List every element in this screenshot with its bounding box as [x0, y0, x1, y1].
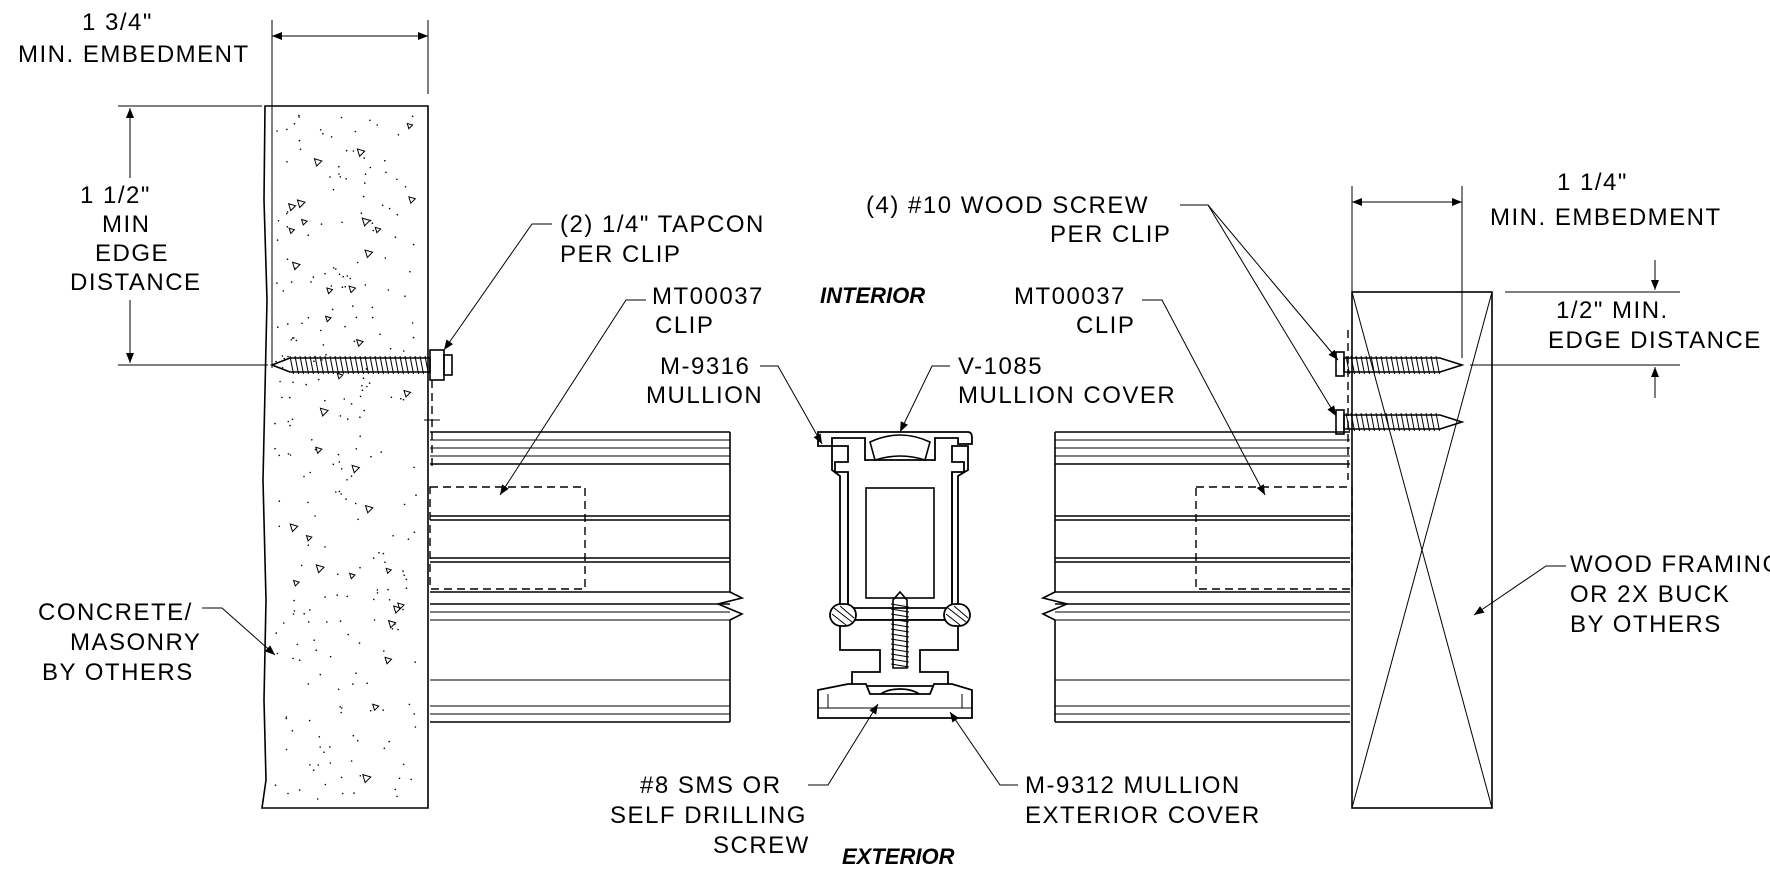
label-mullion-word: MULLION — [646, 382, 763, 409]
right-frame-extrusion — [1040, 431, 1350, 723]
label-wood-line2: OR 2X BUCK — [1570, 581, 1730, 608]
label-left-edge-distance: 1 1/2" MIN EDGE DISTANCE — [70, 182, 202, 296]
label-right-edge-value: 1/2" MIN. — [1556, 297, 1669, 324]
wood-screw-lower — [1335, 409, 1465, 435]
label-tapcon-line2: PER CLIP — [560, 241, 681, 268]
dimension-right-edge-distance — [1470, 260, 1680, 398]
label-left-embedment-text: MIN. EMBEDMENT — [18, 41, 250, 68]
label-left-edge-min: MIN — [102, 211, 151, 238]
label-exterior-cover-line2: EXTERIOR COVER — [1025, 802, 1261, 829]
label-wood-screw: (4) #10 WOOD SCREW PER CLIP — [866, 192, 1171, 248]
label-right-edge-text: EDGE DISTANCE — [1548, 327, 1762, 354]
label-left-clip: MT00037 CLIP — [652, 283, 764, 339]
left-frame-extrusion — [430, 431, 745, 723]
label-right-clip-word: CLIP — [1076, 312, 1135, 339]
left-clip — [424, 380, 586, 590]
label-sms-line1: #8 SMS OR — [640, 772, 782, 799]
label-tapcon-line1: (2) 1/4" TAPCON — [560, 211, 765, 238]
concrete-aggregate-pattern — [274, 114, 417, 800]
label-mullion-cover-part: V-1085 — [958, 353, 1043, 380]
label-wood-line3: BY OTHERS — [1570, 611, 1722, 638]
label-right-clip: MT00037 CLIP — [1014, 283, 1135, 339]
label-left-edge-distance-word: DISTANCE — [70, 269, 202, 296]
label-wood-framing: WOOD FRAMING OR 2X BUCK BY OTHERS — [1570, 551, 1770, 638]
tapcon-screw — [269, 349, 453, 381]
label-sms-line3: SCREW — [713, 832, 810, 859]
label-exterior: EXTERIOR — [842, 844, 955, 869]
leader-lines — [202, 204, 1566, 786]
label-concrete-line3: BY OTHERS — [42, 659, 194, 686]
label-exterior-cover-line1: M-9312 MULLION — [1025, 772, 1241, 799]
label-right-edge-distance: 1/2" MIN. EDGE DISTANCE — [1548, 297, 1762, 354]
label-right-clip-part: MT00037 — [1014, 283, 1126, 310]
label-sms-screw: #8 SMS OR SELF DRILLING SCREW — [610, 772, 810, 859]
label-mullion-cover: V-1085 MULLION COVER — [958, 353, 1176, 409]
label-left-clip-word: CLIP — [655, 312, 714, 339]
label-left-clip-part: MT00037 — [652, 283, 764, 310]
dimension-right-embedment — [1351, 186, 1463, 358]
label-concrete-line1: CONCRETE/ — [38, 599, 193, 626]
label-mullion-cover-word: MULLION COVER — [958, 382, 1176, 409]
label-tapcon: (2) 1/4" TAPCON PER CLIP — [560, 211, 765, 268]
m-9316-mullion-section — [817, 431, 973, 719]
label-wood-line1: WOOD FRAMING — [1570, 551, 1770, 578]
label-sms-line2: SELF DRILLING — [610, 802, 807, 829]
label-left-embedment-value: 1 3/4" — [82, 9, 153, 36]
label-concrete: CONCRETE/ MASONRY BY OTHERS — [38, 599, 201, 686]
label-left-edge-edge: EDGE — [95, 240, 169, 267]
label-mullion-part: M-9316 — [660, 353, 750, 380]
label-left-embedment: 1 3/4" MIN. EMBEDMENT — [18, 9, 250, 68]
dimension-left-edge-distance — [118, 105, 268, 366]
right-clip — [1195, 330, 1353, 590]
label-wood-screw-line1: (4) #10 WOOD SCREW — [866, 192, 1149, 219]
label-right-embedment-text: MIN. EMBEDMENT — [1490, 204, 1722, 231]
glazing-gasket-left — [829, 603, 857, 627]
label-exterior-cover: M-9312 MULLION EXTERIOR COVER — [1025, 772, 1261, 829]
label-right-embedment-value: 1 1/4" — [1557, 169, 1628, 196]
wood-framing-block — [1351, 291, 1493, 809]
wood-screw-upper — [1335, 351, 1465, 377]
label-wood-screw-line2: PER CLIP — [1050, 221, 1171, 248]
label-right-embedment: 1 1/4" MIN. EMBEDMENT — [1490, 169, 1722, 231]
glazing-gasket-right — [943, 603, 971, 627]
label-concrete-line2: MASONRY — [70, 629, 201, 656]
dimension-left-embedment — [271, 20, 429, 368]
label-left-edge-value: 1 1/2" — [80, 182, 151, 209]
label-interior: INTERIOR — [820, 283, 925, 308]
concrete-masonry-block — [261, 105, 429, 809]
label-mullion: M-9316 MULLION — [646, 353, 763, 409]
